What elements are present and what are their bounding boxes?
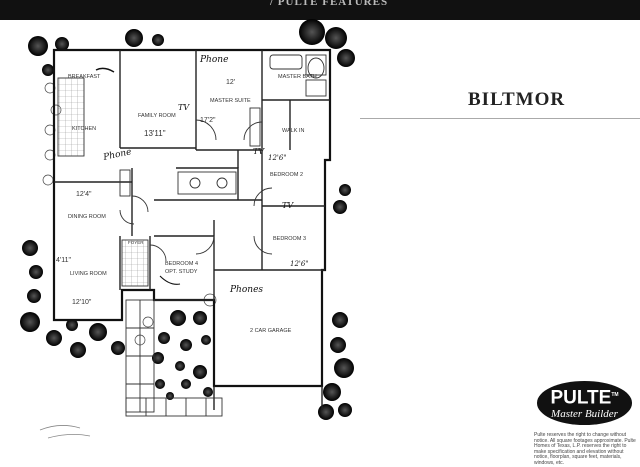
note-phone-2: Phone xyxy=(102,147,133,163)
room-labels: BREAKFAST KITCHEN FAMILY ROOM 13'11" MAS… xyxy=(56,74,317,334)
disclaimer-text: Pulte reserves the right to change witho… xyxy=(534,432,636,466)
label-master-suite-dim-w: 12' xyxy=(226,79,235,86)
logo-subtitle: Master Builder xyxy=(551,408,618,421)
label-breakfast: BREAKFAST xyxy=(68,74,101,80)
label-kitchen: KITCHEN xyxy=(72,126,96,132)
label-master-bath: MASTER BATH xyxy=(278,74,317,80)
label-family-room-dim: 13'11" xyxy=(144,129,166,138)
header-banner-text: / PULTE FEATURES xyxy=(270,0,389,8)
landscape-shrubs xyxy=(20,19,355,420)
label-bedroom-4: BEDROOM 4 xyxy=(165,261,198,267)
label-walk-in: WALK IN xyxy=(282,128,304,134)
interior-walls xyxy=(54,50,330,410)
label-living-room: LIVING ROOM xyxy=(70,271,107,277)
label-master-suite-dim-h: 17'2" xyxy=(200,117,216,124)
scan-smudges xyxy=(39,425,91,439)
label-living-dim-w: 12'10" xyxy=(72,299,92,306)
label-garage: 2 CAR GARAGE xyxy=(250,328,292,334)
note-dim-2: 12'6" xyxy=(290,260,309,268)
fixtures xyxy=(57,54,327,287)
note-dim-1: 12'6" xyxy=(268,154,287,162)
label-dining-room: DINING ROOM xyxy=(68,214,106,220)
header-banner: / PULTE FEATURES xyxy=(0,0,640,20)
note-phone-1: Phone xyxy=(199,55,228,65)
walkway xyxy=(125,299,223,417)
plan-title: BILTMOR xyxy=(468,89,566,110)
note-tv-2: TV xyxy=(253,147,265,156)
label-bedroom-2: BEDROOM 2 xyxy=(270,172,303,178)
note-tv-3: TV xyxy=(282,201,294,210)
note-phones: Phones xyxy=(229,285,263,295)
handwritten-notes: Phone Phone Phones TV TV TV 12'6" 12'6" xyxy=(95,55,309,295)
label-master-suite: MASTER SUITE xyxy=(210,98,251,104)
title-divider xyxy=(360,118,640,119)
label-living-dim-h: 4'11" xyxy=(56,257,71,264)
label-dining-dim: 12'4" xyxy=(76,191,92,198)
door-swings xyxy=(119,119,273,262)
label-family-room: FAMILY ROOM xyxy=(138,113,176,119)
label-bedroom-4-sub: OPT. STUDY xyxy=(165,269,198,275)
note-tv-1: TV xyxy=(178,103,190,112)
label-bedroom-3: BEDROOM 3 xyxy=(273,236,306,242)
label-foyer: FOYER xyxy=(128,240,144,245)
logo-text: PULTETM xyxy=(550,387,619,409)
pulte-logo: PULTETM Master Builder xyxy=(537,381,632,425)
